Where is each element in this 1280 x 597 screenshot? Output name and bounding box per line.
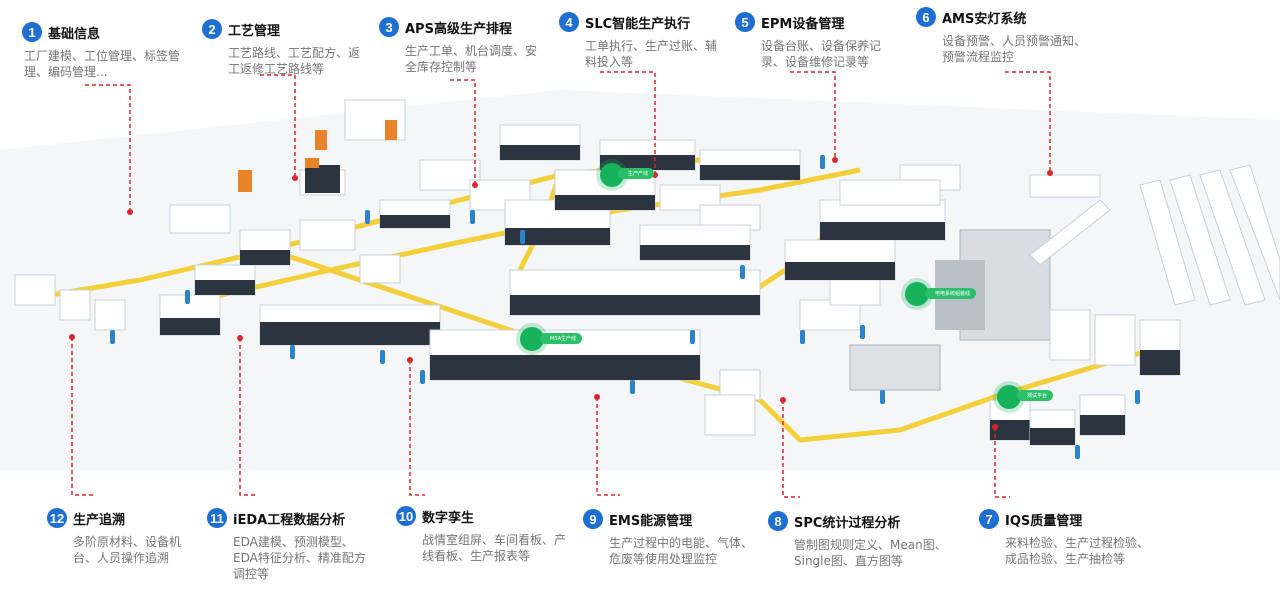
module-aps: 3 APS高级生产排程 生产工单、机台调度、安全库存控制等 — [379, 17, 544, 75]
module-description: 设备预警、人员预警通知、预警流程监控 — [942, 34, 1087, 64]
line-tag: 生产产线 — [618, 168, 655, 179]
line-tag: 测试平台 — [1017, 390, 1054, 401]
module-description: EDA建模、预测模型、EDA特征分析、精准配方调控等 — [233, 535, 366, 581]
module-number-badge: 5 — [735, 12, 755, 32]
module-title: APS高级生产排程 — [405, 21, 512, 37]
production-machines — [159, 99, 1181, 446]
module-description: 生产工单、机台调度、安全库存控制等 — [405, 44, 538, 74]
module-iqs: 7 IQS质量管理 来料检验、生产过程检验、成品检验、生产抽检等 — [979, 509, 1159, 567]
module-title: iEDA工程数据分析 — [233, 512, 346, 528]
module-description: 战情室组屏、车间看板、产线看板、生产报表等 — [422, 533, 567, 563]
line-tag: 电电系统组装线 — [925, 288, 977, 299]
module-description: 多阶原材料、设备机台、人员操作追溯 — [73, 535, 182, 565]
tall-storage-racks — [1029, 164, 1280, 306]
module-title: 生产追溯 — [73, 512, 126, 528]
module-number-badge: 9 — [583, 509, 603, 529]
module-basic-info: 1 基础信息 工厂建模、工位管理、标签管理、编码管理... — [22, 22, 202, 80]
module-number-badge: 2 — [202, 19, 222, 39]
line-tag: MSA生产线 — [540, 333, 583, 344]
module-description: 工单执行、生产过账、辅料投入等 — [585, 39, 718, 69]
module-epm: 5 EPM设备管理 设备台账、设备保养记录、设备维修记录等 — [735, 12, 900, 70]
module-number-badge: 4 — [559, 12, 579, 32]
module-process-management: 2 工艺管理 工艺路线、工艺配方、返工返修工艺路线等 — [202, 19, 367, 77]
module-number-badge: 10 — [396, 506, 416, 526]
robot-arms — [238, 120, 397, 192]
module-description: 来料检验、生产过程检验、成品检验、生产抽检等 — [1005, 536, 1150, 566]
module-number-badge: 8 — [768, 511, 788, 531]
module-ieda: 11 iEDA工程数据分析 EDA建模、预测模型、EDA特征分析、精准配方调控等 — [207, 508, 377, 582]
module-traceability: 12 生产追溯 多阶原材料、设备机台、人员操作追溯 — [47, 508, 202, 566]
module-description: 管制图规则定义、Mean图、Single图、直方图等 — [794, 538, 947, 568]
leader-endpoints — [69, 157, 1053, 430]
module-number-badge: 6 — [916, 7, 936, 27]
storage-racks — [14, 159, 1101, 436]
module-ems: 9 EMS能源管理 生产过程中的电能、气体、危废等使用处理监控 — [583, 509, 753, 567]
module-title: 工艺管理 — [228, 23, 281, 39]
module-title: AMS安灯系统 — [942, 11, 1027, 27]
module-number-badge: 11 — [207, 508, 227, 528]
module-description: 生产过程中的电能、气体、危废等使用处理监控 — [609, 536, 754, 566]
leader-lines — [71, 71, 1051, 498]
module-number-badge: 12 — [47, 508, 67, 528]
module-title: 数字孪生 — [422, 510, 475, 526]
module-title: 基础信息 — [48, 26, 101, 42]
module-title: SPC统计过程分析 — [794, 515, 901, 531]
module-description: 设备台账、设备保养记录、设备维修记录等 — [761, 39, 882, 69]
module-spc: 8 SPC统计过程分析 管制图规则定义、Mean图、Single图、直方图等 — [768, 511, 948, 569]
module-description: 工厂建模、工位管理、标签管理、编码管理... — [24, 49, 181, 79]
module-ams: 6 AMS安灯系统 设备预警、人员预警通知、预警流程监控 — [916, 7, 1086, 65]
workers — [110, 155, 1140, 459]
module-number-badge: 7 — [979, 509, 999, 529]
module-title: SLC智能生产执行 — [585, 16, 691, 32]
module-title: IQS质量管理 — [1005, 513, 1083, 529]
module-digital-twin: 10 数字孪生 战情室组屏、车间看板、产线看板、生产报表等 — [396, 506, 571, 564]
module-number-badge: 1 — [22, 22, 42, 42]
module-number-badge: 3 — [379, 17, 399, 37]
module-title: EPM设备管理 — [761, 16, 845, 32]
module-slc: 4 SLC智能生产执行 工单执行、生产过账、辅料投入等 — [559, 12, 724, 70]
module-title: EMS能源管理 — [609, 513, 693, 529]
module-description: 工艺路线、工艺配方、返工返修工艺路线等 — [228, 46, 361, 76]
